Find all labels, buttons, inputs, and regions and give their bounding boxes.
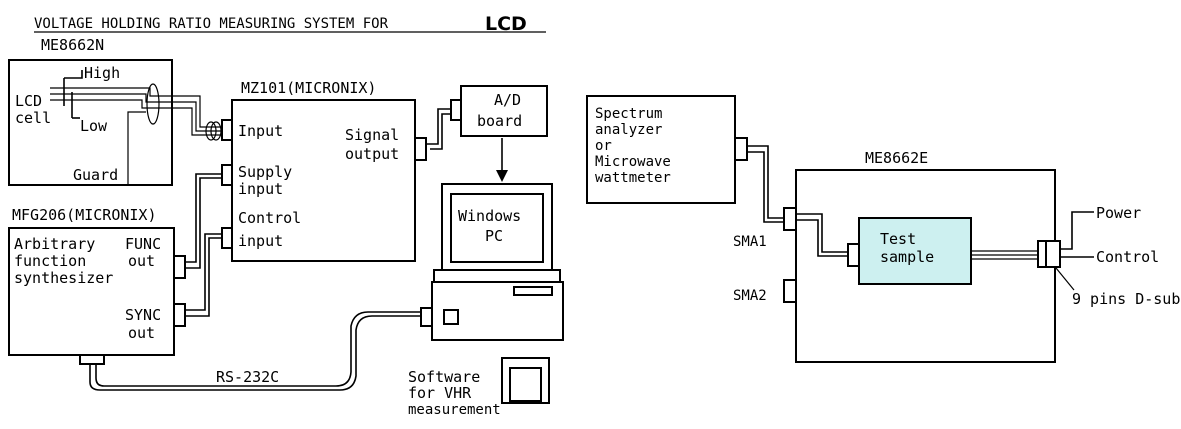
signal-output-label-1: Signal xyxy=(345,126,399,144)
guard-label: Guard xyxy=(73,166,118,184)
afs-label-2: function xyxy=(14,252,86,270)
software-label-1: Software xyxy=(408,368,480,386)
power-label: Power xyxy=(1096,204,1141,222)
software-label-3: measurement xyxy=(408,402,501,418)
cable-ferrite-2 xyxy=(205,121,217,141)
windows-pc-label-2: PC xyxy=(485,227,503,245)
me8662e-label: ME8662E xyxy=(865,149,928,167)
supply-input-label-1: Supply xyxy=(238,163,292,181)
analyzer-label-5: wattmeter xyxy=(595,170,671,186)
sma1-label: SMA1 xyxy=(733,234,767,250)
software-label-2: for VHR xyxy=(408,384,472,402)
lcd-cell-capacitor xyxy=(63,78,73,118)
mfg206-serial-port xyxy=(79,354,105,365)
ad-board-label-2: board xyxy=(477,112,522,130)
pc-base xyxy=(433,269,561,283)
diagram-title-lcd: LCD xyxy=(485,13,527,35)
software-disk-label xyxy=(509,367,542,402)
input-connector xyxy=(221,119,233,141)
dsub-label: 9 pins D-sub xyxy=(1072,290,1180,308)
windows-pc-label-1: Windows xyxy=(458,207,521,225)
sma1-connector xyxy=(783,207,797,231)
mz101-label: MZ101(MICRONIX) xyxy=(241,79,376,97)
rs232c-label: RS-232C xyxy=(216,368,279,386)
signal-output-label-2: output xyxy=(345,145,399,163)
dsub-connector-outer xyxy=(1045,240,1061,268)
analyzer-connector xyxy=(734,137,748,161)
control-input-label-2: input xyxy=(238,232,283,250)
supply-connector xyxy=(221,164,233,186)
func-out-connector xyxy=(173,255,186,279)
input-label: Input xyxy=(238,122,283,140)
mfg206-label: MFG206(MICRONIX) xyxy=(12,206,157,224)
sync-out-label-1: SYNC xyxy=(125,306,161,324)
pc-serial-port xyxy=(420,307,433,327)
pc-slot xyxy=(513,286,553,296)
func-out-label-1: FUNC xyxy=(125,235,161,253)
control-label: Control xyxy=(1096,248,1159,266)
ad-board-connector xyxy=(450,99,462,121)
supply-input-label-2: input xyxy=(238,180,283,198)
sync-out-connector xyxy=(173,303,186,327)
func-out-label-2: out xyxy=(128,252,155,270)
analyzer-box xyxy=(586,95,736,204)
mfg206-box xyxy=(8,227,175,356)
analyzer-label-3: or xyxy=(595,138,612,154)
analyzer-label-1: Spectrum xyxy=(595,106,662,122)
sma2-connector xyxy=(783,279,797,303)
control-connector xyxy=(221,227,233,249)
test-sample-connector xyxy=(847,243,860,267)
analyzer-label-4: Microwave xyxy=(595,154,671,170)
sma2-label: SMA2 xyxy=(733,288,767,304)
sync-out-label-2: out xyxy=(128,324,155,342)
signal-output-connector xyxy=(414,137,427,161)
lcd-cell-label-2: cell xyxy=(15,109,51,127)
control-input-label-1: Control xyxy=(238,209,301,227)
low-label: Low xyxy=(80,117,108,135)
me8662n-box xyxy=(8,59,173,186)
ad-board-box xyxy=(460,85,548,137)
data-arrow-head xyxy=(496,170,508,182)
afs-label-3: synthesizer xyxy=(14,269,113,287)
diagram-title: VOLTAGE HOLDING RATIO MEASURING SYSTEM F… xyxy=(34,16,389,32)
dsub-pointer xyxy=(1055,267,1075,291)
test-sample-label-1: Test xyxy=(880,230,916,248)
cable-ferrite-1 xyxy=(146,83,160,125)
afs-label-1: Arbitrary xyxy=(14,235,95,253)
analyzer-label-2: analyzer xyxy=(595,122,662,138)
high-label: High xyxy=(84,64,120,82)
test-sample-label-2: sample xyxy=(880,248,934,266)
lcd-cell-label-1: LCD xyxy=(15,92,42,110)
pc-drive xyxy=(443,309,459,325)
pc-screen xyxy=(450,193,544,263)
ad-board-label-1: A/D xyxy=(494,91,521,109)
me8662n-label: ME8662N xyxy=(41,36,104,54)
